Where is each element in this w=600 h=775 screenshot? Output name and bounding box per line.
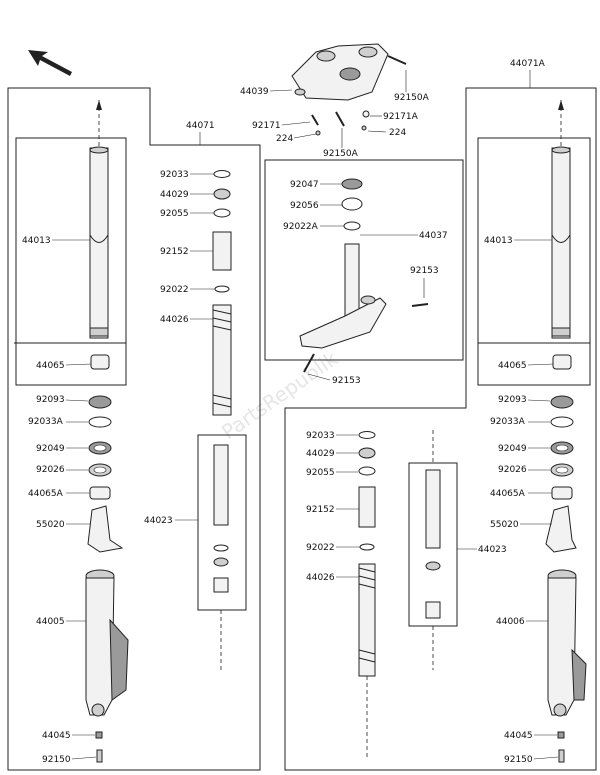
label-224-right: 224 [389,128,406,138]
label-92033-left: 92033 [160,170,189,180]
label-44013-right: 44013 [484,236,513,246]
left-washer-92026 [88,463,112,477]
label-44037: 44037 [419,231,448,241]
left-clip-92033a [88,416,112,428]
label-44065-left: 44065 [36,361,65,371]
top-bolt-small [311,110,370,136]
label-44045-left: 44045 [42,731,71,741]
right-fork-tube [551,146,571,339]
label-92026-right: 92026 [498,465,527,475]
label-44023-right: 44023 [478,545,507,555]
right-outer-tube-44006 [547,569,587,717]
left-seal-92093 [88,395,112,409]
left-fork-group-outline [7,87,261,771]
right-clip-92033a [550,416,574,428]
label-92033a-left: 92033A [28,417,64,427]
steering-stem-group-outline [264,159,464,361]
left-seal-92049 [88,441,112,455]
label-92152-right: 92152 [306,505,335,515]
label-224-left: 224 [276,134,293,144]
label-44005: 44005 [36,617,65,627]
watermark: PartsRepublik [217,346,342,444]
left-cartridge-44023 [213,444,229,593]
label-92026-left: 92026 [36,465,65,475]
left-guard-55020 [87,505,124,553]
label-44071a: 44071A [510,59,546,69]
label-92153-bottom: 92153 [332,376,361,386]
label-92022-right: 92022 [306,543,335,553]
label-92093-right: 92093 [498,395,527,405]
label-44026-left: 44026 [160,315,189,325]
left-outer-tube-44005 [85,569,129,717]
label-92022-left: 92022 [160,285,189,295]
right-inner-parts [358,431,376,677]
label-44065-right: 44065 [498,361,527,371]
label-44071: 44071 [186,121,215,131]
label-92093-left: 92093 [36,395,65,405]
label-92171: 92171 [252,121,281,131]
label-44065a-left: 44065A [28,489,64,499]
label-92150-left: 92150 [42,755,71,765]
left-bush-44065 [90,354,110,370]
top-clamp-bolt [387,55,407,65]
right-seal-92049 [550,441,574,455]
front-direction-arrow-icon [28,50,72,76]
left-cartridge-bracket [197,434,247,611]
label-92150a-top: 92150A [394,93,430,103]
label-92049-right: 92049 [498,444,527,454]
label-92049-left: 92049 [36,444,65,454]
label-44013-left: 44013 [22,236,51,246]
label-44023-left: 44023 [144,516,173,526]
label-44045-right: 44045 [504,731,533,741]
label-44029-left: 44029 [160,190,189,200]
label-44065a-right: 44065A [490,489,526,499]
label-92150-right: 92150 [504,755,533,765]
label-92171a: 92171A [383,112,419,122]
label-92056: 92056 [290,201,319,211]
left-tube-bracket [15,137,127,386]
label-44006: 44006 [496,617,525,627]
label-92022a: 92022A [283,222,319,232]
right-bolt-92150 [558,749,565,763]
right-fork-group-outline [284,87,597,771]
steering-stem-parts [299,178,429,373]
right-bush-44065a [551,486,573,500]
right-guard-55020 [545,505,577,553]
label-92150a-mid: 92150A [323,149,359,159]
label-92047: 92047 [290,180,319,190]
left-fork-tube [89,146,109,339]
label-92152-left: 92152 [160,247,189,257]
left-bush-44065a [89,486,111,500]
right-cartridge-44023 [425,469,441,619]
left-bolt-92150 [96,749,103,763]
right-bush-44065 [552,354,572,370]
right-seal-92093 [550,395,574,409]
label-44039: 44039 [240,87,269,97]
right-tube-bracket [477,137,591,386]
right-44045 [557,731,565,739]
label-92153-top: 92153 [410,266,439,276]
label-44026-right: 44026 [306,573,335,583]
left-44045 [95,731,103,739]
label-92055-right: 92055 [306,468,335,478]
label-55020-left: 55020 [36,520,65,530]
label-55020-right: 55020 [490,520,519,530]
label-92033-right: 92033 [306,431,335,441]
label-92033a-right: 92033A [490,417,526,427]
label-92055-left: 92055 [160,209,189,219]
right-washer-92026 [550,463,574,477]
top-clamp [291,43,389,101]
left-inner-parts [212,170,232,416]
label-44029-right: 44029 [306,449,335,459]
